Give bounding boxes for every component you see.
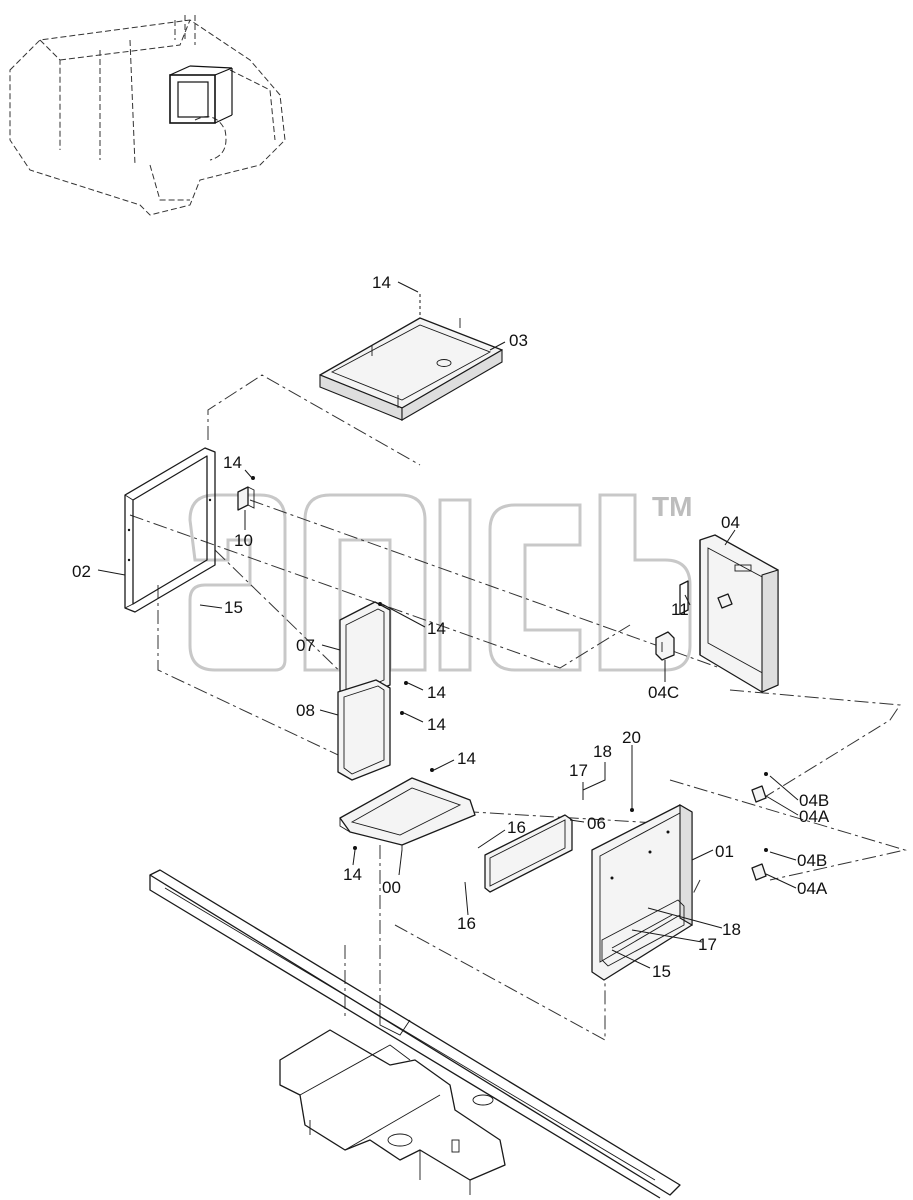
callout-15: 15	[224, 598, 243, 617]
part-11-latch-bracket	[679, 580, 689, 615]
callout-01: 01	[715, 842, 734, 861]
callout-18: 18	[593, 742, 612, 761]
callout-04c: 04C	[648, 683, 679, 702]
callout-00: 00	[382, 878, 401, 897]
watermark-logo: TM	[188, 491, 692, 672]
part-04-side-door	[699, 534, 779, 693]
callout-04b: 04B	[797, 851, 827, 870]
callout-18: 18	[722, 920, 741, 939]
part-00-bracket-plate	[339, 768, 476, 850]
callout-17: 17	[698, 935, 717, 954]
assembly-center-lines	[129, 374, 907, 1041]
callout-16: 16	[457, 914, 476, 933]
watermark-tm: TM	[652, 491, 692, 522]
callout-04a: 04A	[797, 879, 828, 898]
callout-14: 14	[223, 453, 242, 472]
callout-14: 14	[427, 619, 446, 638]
part-04c-latch	[655, 631, 675, 661]
callout-14: 14	[427, 683, 446, 702]
callout-15: 15	[652, 962, 671, 981]
part-04ab-hardware-upper	[751, 772, 768, 803]
part-04ab-hardware-lower	[751, 848, 768, 881]
callout-11: 11	[671, 600, 689, 619]
callout-02: 02	[72, 562, 91, 581]
callout-04: 04	[721, 513, 740, 532]
callout-labels: 14 03 02 14 10 15 14 07 14 08 14 14 14 0…	[72, 273, 830, 981]
callout-04b: 04B	[799, 791, 829, 810]
callout-03: 03	[509, 331, 528, 350]
callout-20: 20	[622, 728, 641, 747]
location-thumbnail	[9, 15, 286, 216]
part-08-panel	[337, 679, 404, 781]
part-02-frame	[124, 447, 216, 613]
callout-04a: 04A	[799, 807, 830, 826]
part-03-top-cover	[319, 294, 503, 421]
part-01-main-door	[591, 804, 693, 981]
callout-07: 07	[296, 636, 315, 655]
callout-16: 16	[507, 818, 526, 837]
callout-08: 08	[296, 701, 315, 720]
part-10-bracket	[237, 476, 255, 511]
callout-14: 14	[372, 273, 391, 292]
callout-14: 14	[343, 865, 362, 884]
part-06-panel	[484, 814, 573, 893]
callout-14: 14	[457, 749, 476, 768]
callout-17: 17	[569, 761, 588, 780]
leader-lines	[97, 281, 799, 969]
callout-06: 06	[587, 814, 606, 833]
callout-14: 14	[427, 715, 446, 734]
callout-10: 10	[234, 531, 253, 550]
machine-base-frame	[149, 869, 681, 1199]
